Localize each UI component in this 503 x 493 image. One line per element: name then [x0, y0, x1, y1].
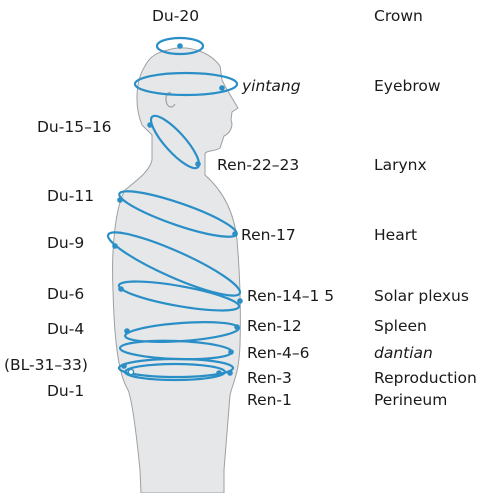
dot-yintang: [219, 85, 225, 91]
label-ren17: Ren-17: [241, 226, 296, 244]
dot-du4: [124, 328, 130, 334]
dot-ren17: [232, 231, 238, 237]
label-bl31: (BL-31–33): [4, 356, 88, 374]
label-ren4: Ren-4–6: [247, 344, 310, 362]
label-ren22: Ren-22–23: [217, 156, 299, 174]
label-crown: Crown: [374, 7, 423, 25]
human-figure: [113, 48, 241, 493]
label-larynx: Larynx: [374, 156, 427, 174]
label-ren14: Ren-14–1 5: [247, 287, 334, 305]
label-du15: Du-15–16: [37, 118, 112, 136]
dot-du6: [118, 286, 124, 292]
label-spleen: Spleen: [374, 317, 427, 335]
dot-du11: [117, 197, 123, 203]
dot-du9: [112, 243, 118, 249]
label-du4: Du-4: [47, 320, 84, 338]
dot-du20: [177, 43, 183, 49]
dot-ren3: [227, 370, 233, 376]
dot-ren22: [195, 161, 201, 167]
label-du9: Du-9: [47, 234, 84, 252]
region-labels: Crown Eyebrow Larynx Heart Solar plexus …: [374, 7, 477, 409]
label-ren12: Ren-12: [247, 317, 302, 335]
label-ren3: Ren-3: [247, 369, 292, 387]
label-heart: Heart: [374, 226, 417, 244]
label-eyebrow: Eyebrow: [374, 77, 441, 95]
label-dantian: dantian: [374, 344, 433, 362]
dot-bl31: [121, 363, 127, 369]
label-ren1: Ren-1: [247, 391, 292, 409]
label-du20: Du-20: [152, 7, 199, 25]
dot-ren1: [216, 370, 222, 376]
dot-du1: [128, 369, 133, 374]
label-du11: Du-11: [47, 187, 94, 205]
body-silhouette: [113, 48, 241, 493]
label-reproduction: Reproduction: [374, 369, 477, 387]
label-perineum: Perineum: [374, 391, 447, 409]
dot-ren12: [234, 324, 240, 330]
dot-ren4: [228, 349, 234, 355]
dot-ren14: [237, 298, 243, 304]
dot-du15: [147, 122, 153, 128]
label-yintang: yintang: [241, 77, 301, 95]
label-du1: Du-1: [47, 382, 84, 400]
label-solar-plexus: Solar plexus: [374, 287, 469, 305]
label-du6: Du-6: [47, 285, 84, 303]
